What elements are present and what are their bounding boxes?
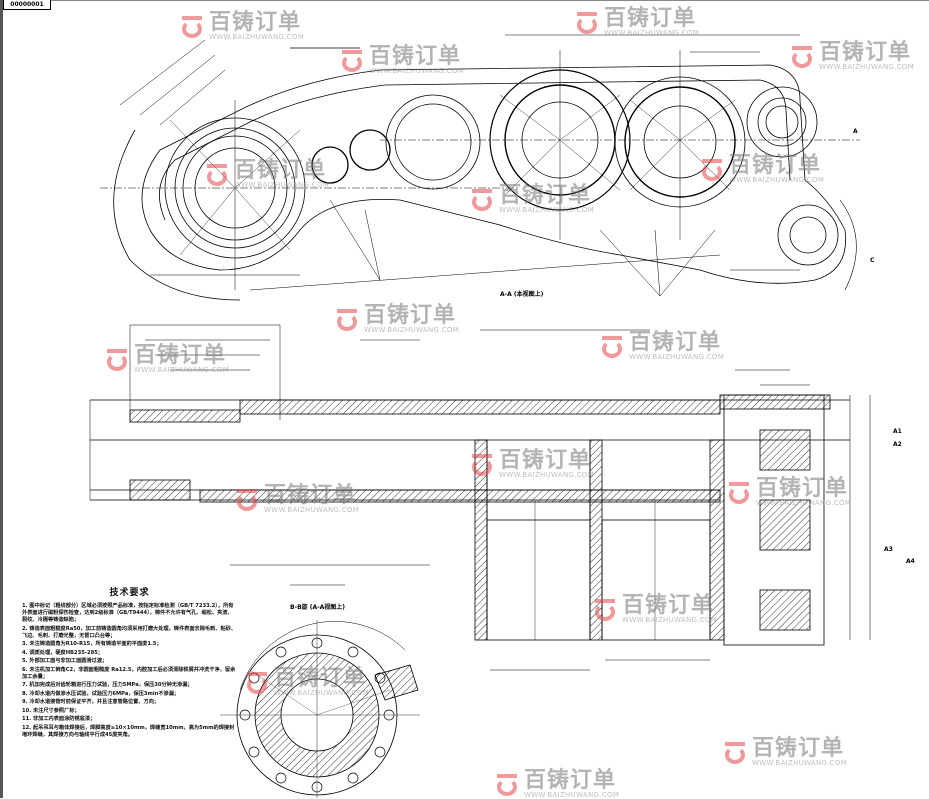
- housing-outline: [141, 64, 847, 284]
- wall-bottom-left: [129, 479, 191, 501]
- small-bore-a: [349, 129, 391, 171]
- tech-item: 6. 未注机加工倒角C2，非圆面粗糙度 Ra12.5，内腔加工后必须清除铁屑并冲…: [22, 666, 236, 680]
- chamber-2: [589, 439, 603, 641]
- section-a-label: A-A (本视图上): [500, 291, 544, 298]
- marker-a1: A1: [893, 428, 902, 435]
- bore-2: [385, 94, 481, 190]
- drawing-number: 00000001: [3, 0, 51, 10]
- marker-c: C: [870, 257, 875, 264]
- tech-item: 7. 机加完成后对齿轮箱进行压力试验，压力5MPa，保压30分钟无渗漏；: [22, 682, 193, 688]
- top-plan-view: [100, 34, 860, 301]
- wall-top-right: [719, 394, 831, 410]
- b-dimension-arc: [239, 621, 406, 691]
- bore-5-inner: [765, 105, 799, 139]
- bore-6-outer: [777, 204, 839, 266]
- b-lug: [374, 664, 419, 701]
- tech-item: 10. 未注尺寸参照厂标；: [22, 707, 80, 714]
- tech-item: 12. 起吊吊耳与箱体焊接后，焊脚高度≥10×10mm，焊缝宽10mm，高为5m…: [22, 724, 235, 738]
- marker-a3: A3: [884, 546, 893, 553]
- bore-6: [789, 216, 827, 254]
- bore-5-outer: [746, 86, 818, 158]
- section-b-view: [220, 620, 420, 798]
- section-b-label: B-B旋 (A-A视图上): [290, 604, 345, 611]
- longitudinal-section: [89, 324, 871, 671]
- bore-5: [757, 97, 807, 147]
- technical-requirements: 技术要求 1. 图中标记（粗线部分）区域必须按照产品标准，按指定标准检测（GB/…: [22, 588, 237, 740]
- tech-item: 8. 冷却水道内做渗水压试验，试验压力6MPa，保压3min不渗漏；: [22, 690, 180, 697]
- small-bore-b: [311, 146, 349, 184]
- chamber-1: [474, 439, 488, 641]
- marker-a2: A2: [893, 441, 902, 448]
- chamber-3: [709, 439, 725, 641]
- tech-item: 4. 调质处理，硬度HB235-285；: [22, 649, 103, 656]
- marker-a: A: [853, 128, 858, 135]
- wall-top-mid: [239, 399, 721, 415]
- outer-arc-left: [113, 129, 241, 301]
- housing-inner: [159, 79, 791, 221]
- tech-item: 5. 外部加工面与非加工面圆滑过渡；: [22, 658, 108, 664]
- wall-bottom-mid: [199, 489, 721, 503]
- tech-item: 2. 铸造表面粗糙度Ra50，加工前铸造圆角均须采用打磨大处理，铸件表面去除毛刺…: [22, 625, 237, 639]
- frame-left-border: [0, 0, 3, 798]
- tech-item: 3. 未注铸造圆角为R10-R15，所有铸造平面的平面度1.5；: [22, 641, 162, 647]
- tech-item: 1. 图中标记（粗线部分）区域必须按照产品标准，按指定标准检测（GB/T 723…: [22, 603, 234, 623]
- marker-a4: A4: [906, 558, 915, 565]
- tech-title: 技术要求: [109, 588, 150, 598]
- wall-top-left: [129, 409, 241, 423]
- tech-item: 11. 非加工内表面涂防锈底漆；: [22, 716, 96, 722]
- frame-top-border: [0, 0, 929, 1]
- tech-item: 9. 冷却水道接管时前保证平齐，并且注意管路位置、方向；: [22, 699, 160, 705]
- bore-2-inner: [394, 103, 472, 181]
